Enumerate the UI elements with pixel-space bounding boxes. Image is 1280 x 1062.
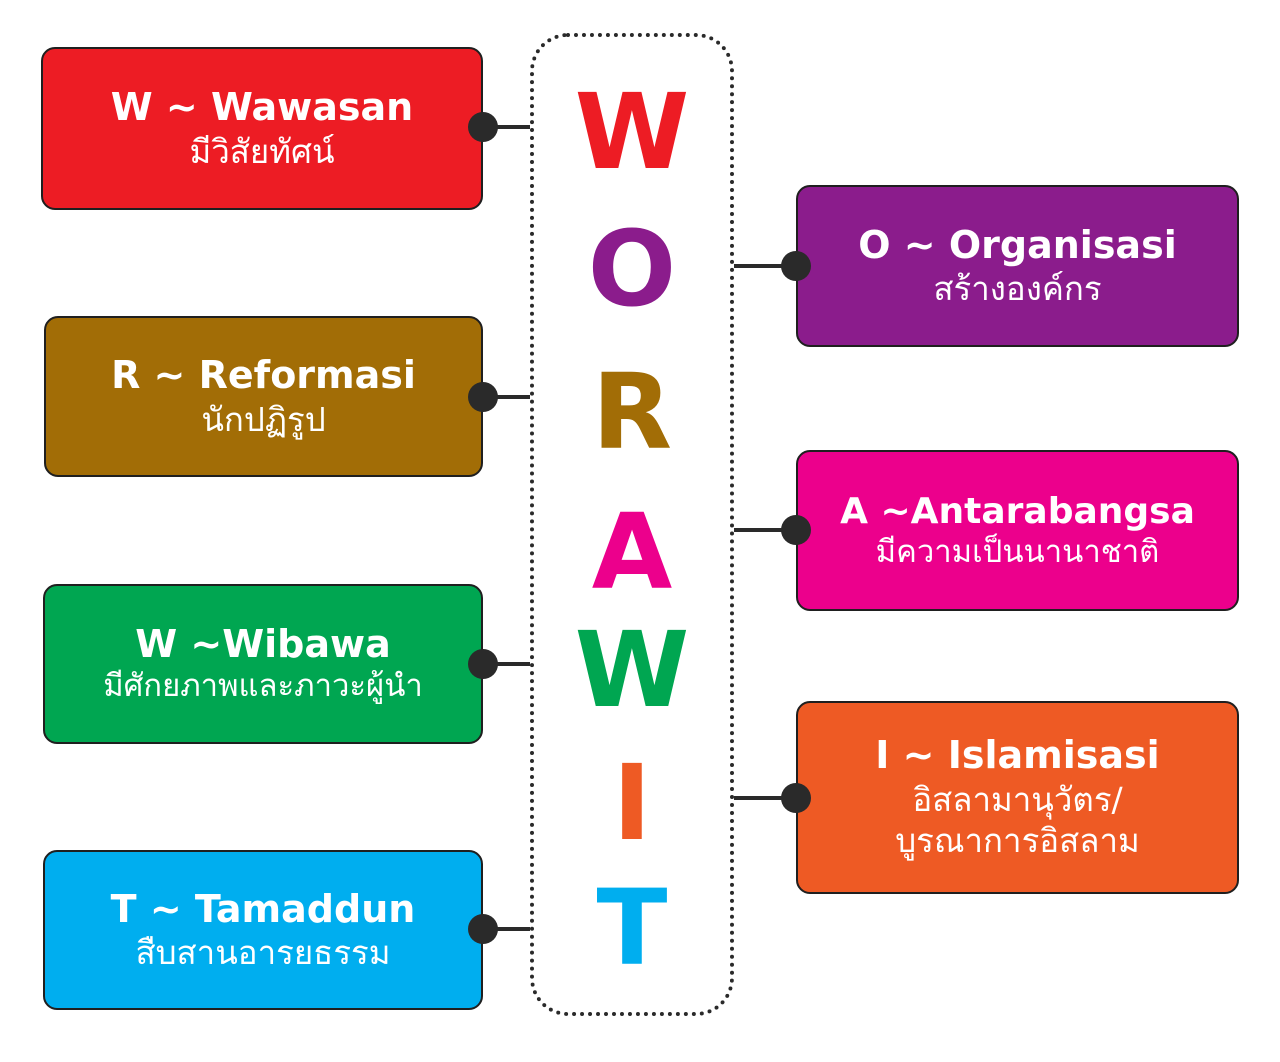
box-organisasi: O ~ Organisasi สร้างองค์กร (796, 185, 1239, 347)
connector-line-wibawa (484, 662, 530, 666)
acronym-letter-i: I (612, 742, 652, 864)
islamisasi-subtitle-line2: บูรณาการอิสลาม (895, 821, 1140, 861)
acronym-letter-r: R (591, 351, 673, 473)
wawasan-title: W ~ Wawasan (110, 85, 414, 130)
acronym-letter-t: T (596, 867, 668, 989)
connector-line-wawasan (484, 125, 530, 129)
reformasi-subtitle: นักปฏิรูป (201, 399, 326, 439)
connector-dot-islamisasi (781, 783, 811, 813)
connector-dot-wibawa (468, 649, 498, 679)
connector-dot-antarabangsa (781, 515, 811, 545)
organisasi-title: O ~ Organisasi (858, 222, 1177, 267)
connector-dot-reformasi (468, 382, 498, 412)
acronym-letter-o: O (587, 208, 677, 330)
connector-line-reformasi (484, 395, 530, 399)
box-reformasi: R ~ Reformasi นักปฏิรูป (44, 316, 483, 477)
islamisasi-subtitle-line1: อิสลามานุวัตร/ (912, 780, 1123, 820)
tamaddun-subtitle: สืบสานอารยธรรม (135, 933, 391, 973)
wawasan-subtitle: มีวิสัยทัศน์ (189, 131, 335, 171)
connector-line-antarabangsa (734, 528, 796, 532)
tamaddun-title: T ~ Tamaddun (110, 886, 416, 931)
organisasi-subtitle: สร้างองค์กร (933, 269, 1102, 309)
box-antarabangsa: A ~Antarabangsa มีความเป็นนานาชาติ (796, 450, 1239, 611)
wibawa-title: W ~Wibawa (135, 621, 391, 666)
antarabangsa-subtitle: มีความเป็นนานาชาติ (875, 533, 1160, 570)
connector-line-tamaddun (484, 927, 530, 931)
box-wawasan: W ~ Wawasan มีวิสัยทัศน์ (41, 47, 483, 210)
box-islamisasi: I ~ Islamisasi อิสลามานุวัตร/ บูรณาการอิ… (796, 701, 1239, 894)
connector-line-islamisasi (734, 796, 796, 800)
acronym-spine (530, 33, 734, 1016)
connector-dot-wawasan (468, 112, 498, 142)
acronym-letter-a: A (591, 491, 673, 613)
islamisasi-title: I ~ Islamisasi (875, 733, 1160, 778)
wibawa-subtitle: มีศักยภาพและภาวะผู้นำ (103, 668, 423, 705)
connector-dot-tamaddun (468, 914, 498, 944)
connector-line-organisasi (734, 264, 796, 268)
antarabangsa-title: A ~Antarabangsa (840, 490, 1195, 532)
reformasi-title: R ~ Reformasi (111, 353, 416, 398)
acronym-letter-w2: W (574, 609, 690, 731)
box-tamaddun: T ~ Tamaddun สืบสานอารยธรรม (43, 850, 483, 1010)
box-wibawa: W ~Wibawa มีศักยภาพและภาวะผู้นำ (43, 584, 483, 744)
acronym-letter-w1: W (574, 71, 690, 193)
connector-dot-organisasi (781, 251, 811, 281)
